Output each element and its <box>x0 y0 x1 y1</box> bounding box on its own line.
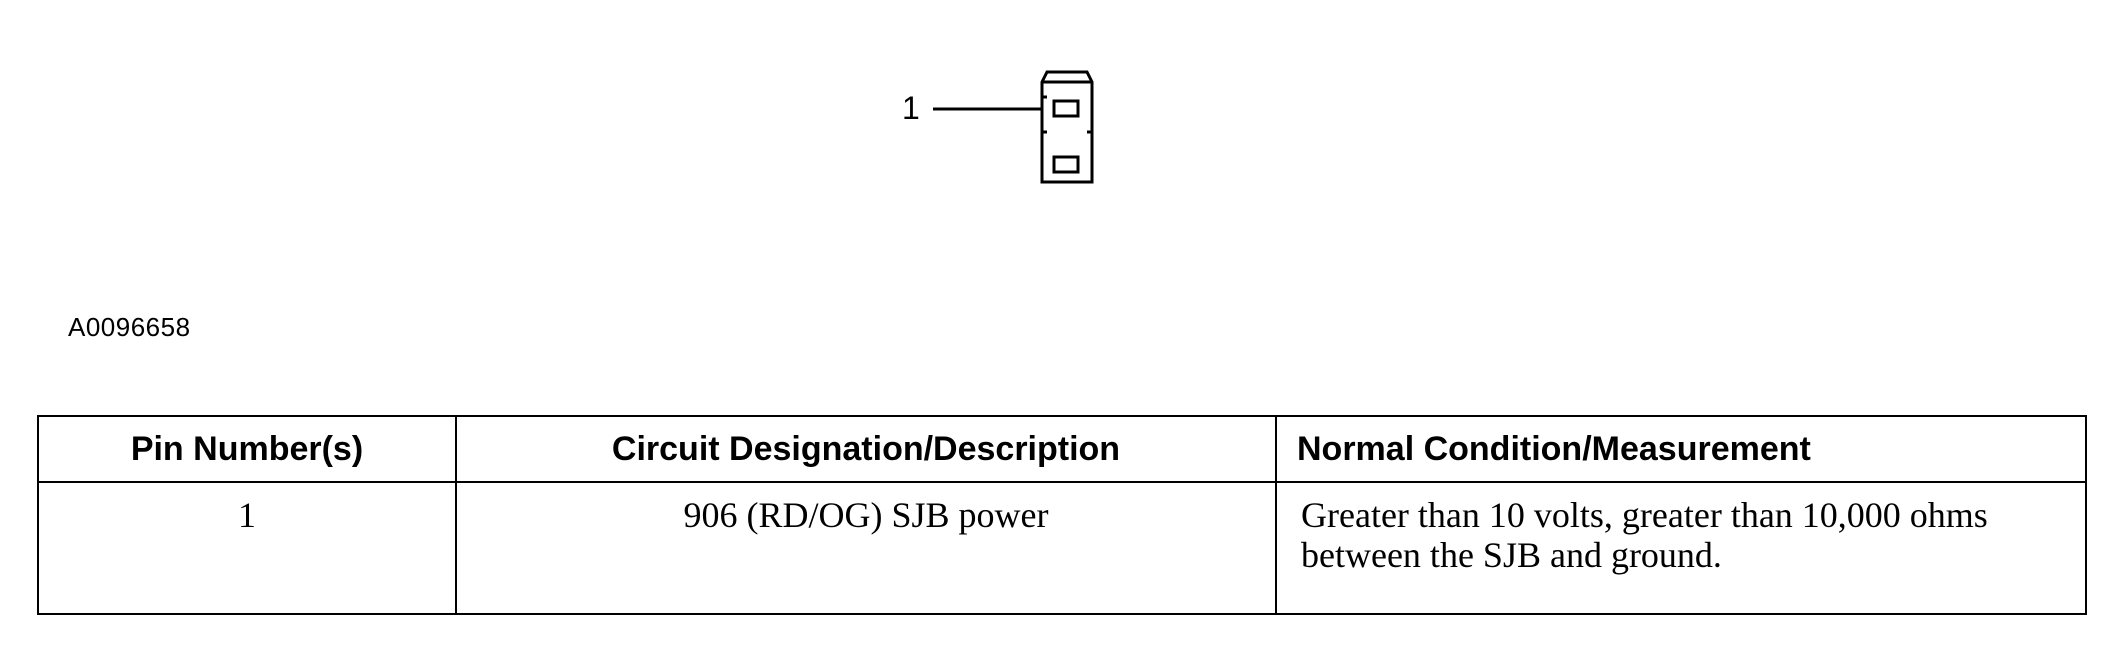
callout-label: 1 <box>902 90 920 126</box>
header-normal-condition: Normal Condition/Measurement <box>1275 415 2087 483</box>
connector-diagram <box>933 70 1094 184</box>
cell-circuit-designation: 906 (RD/OG) SJB power <box>455 481 1277 615</box>
cell-pin-number: 1 <box>37 481 457 615</box>
figure-id: A0096658 <box>68 312 191 342</box>
cell-normal-condition: Greater than 10 volts, greater than 10,0… <box>1275 481 2087 615</box>
table-header-row: Pin Number(s) Circuit Designation/Descri… <box>37 415 2087 483</box>
header-circuit-designation: Circuit Designation/Description <box>455 415 1277 483</box>
header-pin-number: Pin Number(s) <box>37 415 457 483</box>
terminal-pin-2 <box>1052 155 1080 174</box>
table-row: 1 906 (RD/OG) SJB power Greater than 10 … <box>37 481 2087 615</box>
pin-table: Pin Number(s) Circuit Designation/Descri… <box>37 415 2087 615</box>
terminal-pin-1 <box>1052 99 1080 118</box>
